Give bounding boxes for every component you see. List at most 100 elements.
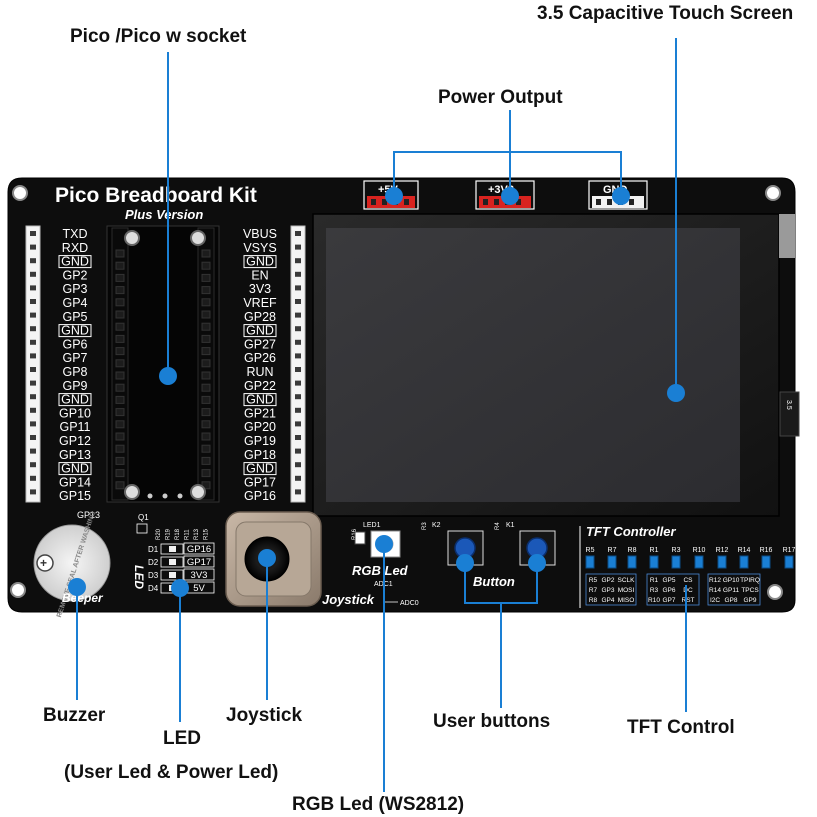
tft-resistor-label: R1 xyxy=(650,547,659,554)
socket-hole xyxy=(201,371,211,380)
socket-hole xyxy=(115,444,125,453)
header-hole xyxy=(30,380,36,386)
left-header-strip xyxy=(25,225,41,503)
tft-table-cell: R12 xyxy=(709,577,721,584)
led-resistor-label: R20 xyxy=(156,528,162,540)
socket-hole xyxy=(201,347,211,356)
pico-socket xyxy=(106,225,220,503)
header-hole xyxy=(30,462,36,468)
tft-table-cell: MOSI xyxy=(618,587,635,594)
tft-table-cell: GP9 xyxy=(743,597,756,604)
header-hole xyxy=(30,367,36,372)
right-pin-2: GND xyxy=(246,255,274,269)
leader-power-bracket xyxy=(393,151,622,196)
right-pin-17: GND xyxy=(246,462,274,476)
callout-user-buttons: User buttons xyxy=(433,711,551,732)
dot-button-2 xyxy=(528,554,546,572)
tft-table-cell: R8 xyxy=(589,597,598,604)
right-pin-5: VREF xyxy=(243,296,277,310)
header-hole xyxy=(30,489,36,495)
tft-resistor-pad xyxy=(694,555,704,569)
socket-hole xyxy=(201,456,211,465)
header-hole xyxy=(295,271,301,277)
led-row-designator: D1 xyxy=(148,545,159,554)
left-pin-13: GP10 xyxy=(59,406,91,420)
tft-resistor-label: R5 xyxy=(586,547,595,554)
socket-hole xyxy=(115,249,125,258)
tft-resistor-label: R10 xyxy=(693,547,706,554)
header-hole xyxy=(30,326,36,332)
socket-hole xyxy=(201,322,211,331)
header-hole xyxy=(30,475,36,481)
socket-hole xyxy=(115,298,125,307)
r4-button-label: R4 xyxy=(495,522,501,530)
led-chip-lens xyxy=(169,559,176,565)
callout-led: LED xyxy=(163,728,201,749)
tft-resistor-label: R17 xyxy=(783,547,796,554)
left-pin-16: GP13 xyxy=(59,448,91,462)
tft-table-cell: DC xyxy=(683,587,693,594)
tft-table-cell: GP3 xyxy=(601,587,614,594)
callout-screen: 3.5 Capacitive Touch Screen xyxy=(537,3,794,24)
tft-resistor-pad xyxy=(784,555,794,569)
header-hole xyxy=(295,299,301,304)
tft-resistor-label: R16 xyxy=(760,547,773,554)
tft-table-cell: TPCS xyxy=(741,587,759,594)
tft-table-cell: GP11 xyxy=(723,587,740,594)
dot-joystick xyxy=(258,549,276,567)
r3-button-label: R3 xyxy=(422,522,428,530)
socket-hole xyxy=(115,322,125,331)
tft-table-cell: GP10 xyxy=(723,577,740,584)
header-hole xyxy=(30,448,36,454)
tft-resistor-label: R7 xyxy=(608,547,617,554)
header-hole xyxy=(295,407,301,413)
socket-hole xyxy=(115,359,125,368)
rgb-led-board-label: RGB Led xyxy=(352,563,409,578)
left-pin-labels: TXDRXDGNDGP2GP3GP4GP5GNDGP6GP7GP8GP9GNDG… xyxy=(58,227,92,503)
tft-table-cell: SCLK xyxy=(618,577,636,584)
header-hole xyxy=(295,394,301,400)
header-hole xyxy=(295,231,301,236)
right-pin-12: GND xyxy=(246,393,274,407)
tft-table-cell: TPIRQ xyxy=(740,577,760,584)
socket-hole xyxy=(115,456,125,465)
header-hole xyxy=(295,258,301,264)
left-pin-10: GP8 xyxy=(62,365,87,379)
dot-led xyxy=(171,579,189,597)
tft-resistor-pad xyxy=(607,555,617,569)
socket-hole xyxy=(115,408,125,417)
led-resistor-label: R18 xyxy=(175,528,181,540)
header-hole xyxy=(295,380,301,386)
socket-hole xyxy=(201,395,211,404)
header-hole xyxy=(295,339,301,345)
tft-table-cell: CS xyxy=(683,577,693,584)
tft-resistor-pad xyxy=(671,555,681,569)
dot-screen xyxy=(667,384,685,402)
tft-table-cell: GP4 xyxy=(601,597,614,604)
socket-hole xyxy=(115,469,125,478)
tft-table-cell: R7 xyxy=(589,587,598,594)
led-chip-lens xyxy=(169,546,176,552)
led-row-designator: D3 xyxy=(148,571,159,580)
led-resistor-label: R19 xyxy=(166,528,172,540)
header-hole xyxy=(30,407,36,413)
q1-label: Q1 xyxy=(138,513,149,522)
socket-hole xyxy=(201,359,211,368)
socket-hole xyxy=(201,432,211,441)
board-subtitle: Plus Version xyxy=(125,207,203,222)
header-hole xyxy=(30,394,36,400)
header-hole xyxy=(295,312,301,318)
led-resistor-label: R13 xyxy=(194,528,200,540)
socket-hole xyxy=(115,395,125,404)
left-pin-14: GP11 xyxy=(59,420,90,434)
right-pin-13: GP21 xyxy=(244,406,276,420)
left-gnd-box xyxy=(58,324,92,338)
socket-hole xyxy=(201,469,211,478)
socket-hole xyxy=(201,273,211,282)
led-resistor-label: R15 xyxy=(204,528,210,540)
board-title: Pico Breadboard Kit xyxy=(55,184,257,207)
tft-resistor-pad xyxy=(739,555,749,569)
socket-hole xyxy=(201,286,211,295)
